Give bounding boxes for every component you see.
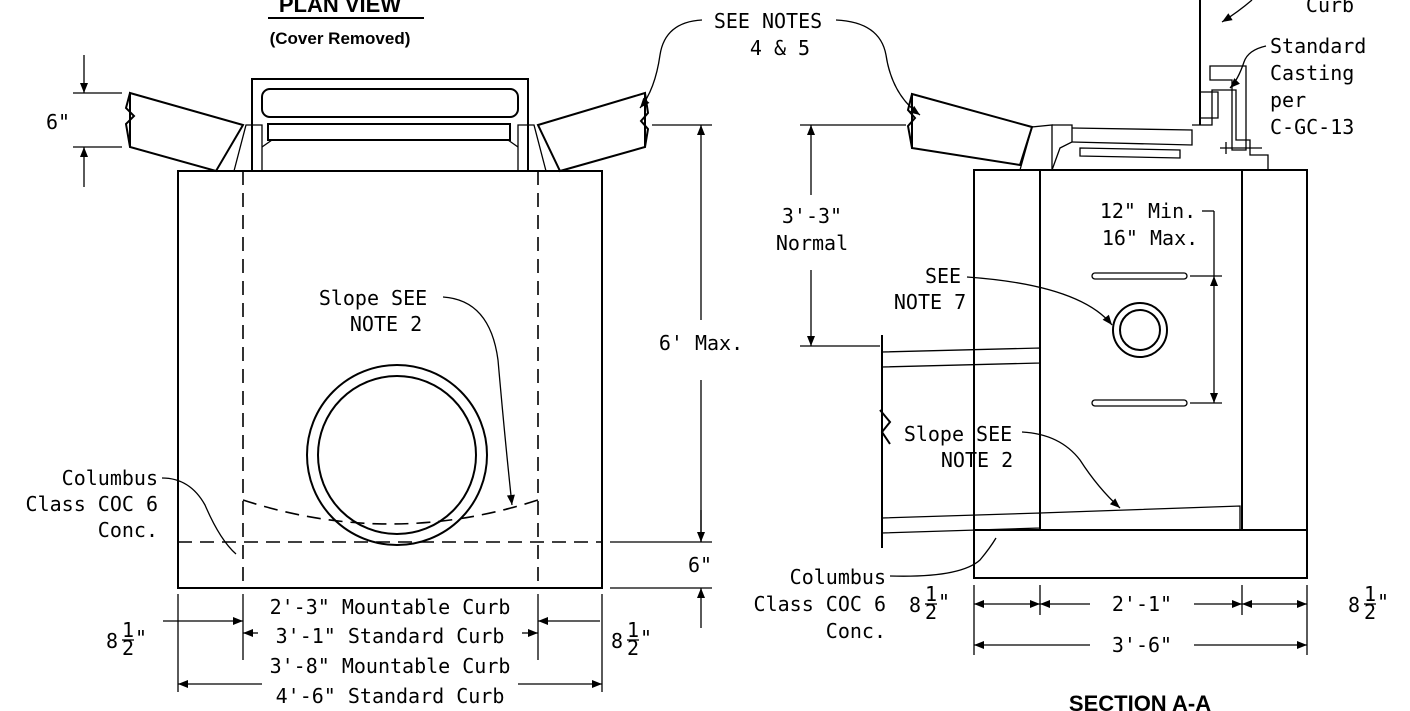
right-pavement-slab xyxy=(536,91,646,173)
bench-slope xyxy=(1039,505,1241,531)
curb-leader xyxy=(1221,0,1253,23)
section-dim-inner: 2'-1" xyxy=(1112,592,1172,616)
plan-slope-leader xyxy=(442,296,515,506)
plan-view: PLAN VIEW (Cover Removed) 6" xyxy=(26,0,744,708)
casting-note-line2: Casting xyxy=(1270,61,1354,85)
section-slope-leader xyxy=(1021,431,1121,509)
section-side-dim-left: 8 1 2 " xyxy=(909,582,950,624)
pipe-break-line xyxy=(879,409,892,445)
see-note7-line2: NOTE 7 xyxy=(894,290,966,314)
step-lower xyxy=(1091,399,1188,407)
svg-text:8: 8 xyxy=(106,629,118,653)
left-pavement-slab xyxy=(129,91,245,173)
plan-side-dim-right: 8 1 2 " xyxy=(611,618,652,660)
base-slab-section xyxy=(973,529,1308,579)
width-inner-standard: 3'-1" Standard Curb xyxy=(276,624,505,648)
plan-view-title: PLAN VIEW xyxy=(279,0,401,17)
see-notes-leader-right xyxy=(835,19,921,116)
curb-label: Curb xyxy=(1306,0,1354,17)
svg-text:8: 8 xyxy=(611,629,623,653)
plan-conc-note-line1: Columbus xyxy=(62,466,158,490)
casting-inner-frame xyxy=(261,88,519,118)
see-notes-leader-left xyxy=(639,19,703,109)
width-outer-mountable: 3'-8" Mountable Curb xyxy=(270,654,511,678)
svg-text:2: 2 xyxy=(925,600,937,624)
see-notes-callout: SEE NOTES 4 & 5 xyxy=(639,9,921,116)
svg-text:": " xyxy=(640,626,652,650)
grate-section xyxy=(1071,127,1193,146)
dim-6in-bottom-label: 6" xyxy=(688,553,712,577)
plan-slope-note-line1: Slope SEE xyxy=(319,286,427,310)
svg-text:8: 8 xyxy=(1348,593,1360,617)
svg-text:1: 1 xyxy=(1364,582,1376,606)
casting-lip xyxy=(1051,124,1073,171)
lift-hole-outer xyxy=(1112,302,1168,358)
svg-text:1: 1 xyxy=(122,618,134,642)
svg-text:": " xyxy=(135,626,147,650)
section-slope-line1: Slope SEE xyxy=(904,422,1012,446)
see-notes-line1: SEE NOTES xyxy=(714,9,822,33)
grate-hatched xyxy=(267,123,511,141)
casting-note-line1: Standard xyxy=(1270,34,1366,58)
section-conc-line1: Columbus xyxy=(790,565,886,589)
casting-note-line4: C-GC-13 xyxy=(1270,115,1354,139)
grate-bar xyxy=(1079,147,1181,159)
svg-text:": " xyxy=(938,590,950,614)
casting-seat xyxy=(261,139,519,148)
svg-text:": " xyxy=(1377,590,1389,614)
see-note7-line1: SEE xyxy=(925,264,961,288)
pipe-inner xyxy=(317,375,477,535)
section-conc-line2: Class COC 6 xyxy=(754,592,886,616)
section-slope-line2: NOTE 2 xyxy=(941,448,1013,472)
plan-slope-note-line2: NOTE 2 xyxy=(350,312,422,336)
plan-side-dim-left: 8 1 2 " xyxy=(106,618,147,660)
curb-casting-hood xyxy=(1199,91,1219,119)
curb-casting-back xyxy=(1209,65,1247,151)
section-view-title: SECTION A-A xyxy=(1069,691,1211,711)
invert-slope-hidden xyxy=(242,499,539,525)
depth-dim-line2: Normal xyxy=(776,231,848,255)
casting-right-flange xyxy=(517,124,547,172)
section-pavement-slab xyxy=(911,92,1034,167)
svg-text:2: 2 xyxy=(122,636,134,660)
plan-conc-note-line3: Conc. xyxy=(98,518,158,542)
plan-conc-leader xyxy=(161,477,237,555)
depth-dim-line1: 3'-3" xyxy=(782,204,842,228)
svg-text:2: 2 xyxy=(1364,600,1376,624)
note7-leader xyxy=(966,276,1113,326)
plan-structure-outline xyxy=(177,170,603,589)
section-conc-line3: Conc. xyxy=(826,619,886,643)
dim-6ft-max-label: 6' Max. xyxy=(659,331,743,355)
pipe-top-wall xyxy=(881,347,1041,368)
curb-casting-profile xyxy=(1192,89,1269,170)
svg-text:2: 2 xyxy=(627,636,639,660)
wall-right-section xyxy=(1241,169,1308,531)
casting-left-flange xyxy=(233,124,263,172)
dim-6in-top-label: 6" xyxy=(46,110,70,134)
section-conc-leader xyxy=(889,537,997,577)
casting-leader xyxy=(1229,45,1267,89)
section-break-line xyxy=(906,93,917,149)
step-spacing-line2: 16" Max. xyxy=(1102,226,1198,250)
pipe-outer xyxy=(306,364,488,546)
svg-text:8: 8 xyxy=(909,593,921,617)
width-outer-standard: 4'-6" Standard Curb xyxy=(276,684,505,708)
step-spacing-line1: 12" Min. xyxy=(1100,199,1196,223)
width-inner-mountable: 2'-3" Mountable Curb xyxy=(270,595,511,619)
section-view: Curb Standard Casting per C-GC-13 xyxy=(754,0,1389,711)
break-line-left xyxy=(124,92,136,148)
plan-view-subtitle: (Cover Removed) xyxy=(270,29,411,48)
svg-text:1: 1 xyxy=(627,618,639,642)
lift-hole-inner xyxy=(1119,309,1161,351)
plan-conc-note-line2: Class COC 6 xyxy=(26,492,158,516)
casting-note-line3: per xyxy=(1270,88,1306,112)
svg-text:1: 1 xyxy=(925,582,937,606)
section-side-dim-right: 8 1 2 " xyxy=(1348,582,1389,624)
see-notes-line2: 4 & 5 xyxy=(750,36,810,60)
step-upper xyxy=(1091,272,1188,280)
section-dim-outer: 3'-6" xyxy=(1112,633,1172,657)
